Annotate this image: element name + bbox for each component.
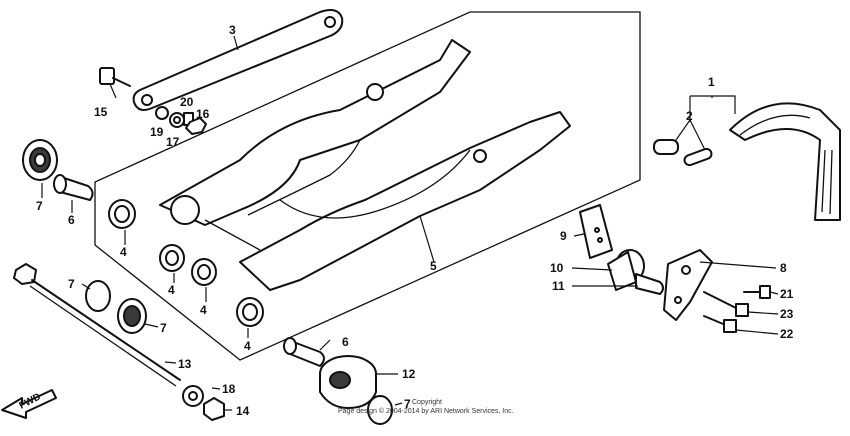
callout-labels: 1 2 3 4 4 4 4 5 6 6 7 7 7 7 8 9 10 11 12…	[36, 23, 794, 418]
callout-4c: 4	[200, 303, 207, 317]
callout-8: 8	[780, 261, 787, 275]
callout-14: 14	[236, 404, 250, 418]
callout-6a: 6	[68, 213, 75, 227]
callout-20: 20	[180, 95, 194, 109]
callout-7d: 7	[404, 397, 411, 411]
callout-9: 9	[560, 229, 567, 243]
part-6-bushing-upper	[53, 174, 94, 201]
callout-7a: 7	[36, 199, 43, 213]
part-5-swingarm	[159, 39, 571, 291]
callout-13: 13	[178, 357, 192, 371]
callout-22: 22	[780, 327, 794, 341]
bushing-4d	[236, 297, 264, 327]
callout-1: 1	[708, 75, 715, 89]
bushing-4c	[191, 258, 217, 286]
part-2-master-link	[653, 139, 713, 167]
callout-6b: 6	[342, 335, 349, 349]
part-7-bearings-lower	[85, 280, 393, 425]
fwd-arrow: FWD	[1, 389, 57, 419]
parts-18-14-washer-nut	[182, 385, 225, 421]
copyright-line-1: Copyright	[412, 399, 442, 406]
part-6-bushing-lower	[283, 337, 325, 367]
callout-12: 12	[402, 367, 416, 381]
copyright-notice: Copyright Page design © 2004-2014 by ARI…	[338, 399, 514, 415]
part-9-bracket	[579, 204, 613, 259]
callout-23: 23	[780, 307, 794, 321]
callout-2: 2	[686, 109, 693, 123]
callout-7c: 7	[160, 321, 167, 335]
callout-7b: 7	[68, 277, 75, 291]
leader-lines	[41, 35, 779, 411]
callout-4d: 4	[244, 339, 251, 353]
part-4-bushings	[108, 195, 264, 327]
callout-17: 17	[166, 135, 180, 149]
callout-21: 21	[780, 287, 794, 301]
bushing-4a	[108, 199, 136, 229]
part-12-chain-roller	[319, 355, 377, 409]
callout-4b: 4	[168, 283, 175, 297]
callout-5: 5	[430, 259, 437, 273]
callout-4a: 4	[120, 245, 127, 259]
part-7-bearing-upper	[22, 139, 58, 181]
callout-10: 10	[550, 261, 564, 275]
swingarm-group-outline	[94, 11, 641, 361]
bushing-4b	[159, 244, 185, 272]
callout-3: 3	[229, 23, 236, 37]
part-3-torque-link	[132, 9, 344, 111]
callout-15: 15	[94, 105, 108, 119]
callout-16: 16	[196, 107, 210, 121]
copyright-line-2: Page design © 2004-2014 by ARI Network S…	[338, 407, 514, 415]
part-8-plate	[663, 249, 713, 321]
part-15-bolt	[99, 67, 131, 87]
callout-19: 19	[150, 125, 164, 139]
part-11-collar	[635, 273, 664, 295]
part-13-pivot-bolt	[13, 263, 181, 387]
bushing-4e	[170, 195, 200, 225]
callout-18: 18	[222, 382, 236, 396]
parts-16-17-19-20-hardware	[155, 106, 207, 135]
part-1-drive-chain	[729, 102, 841, 221]
parts-21-22-23-bolts	[703, 285, 771, 333]
callout-11: 11	[552, 279, 565, 293]
